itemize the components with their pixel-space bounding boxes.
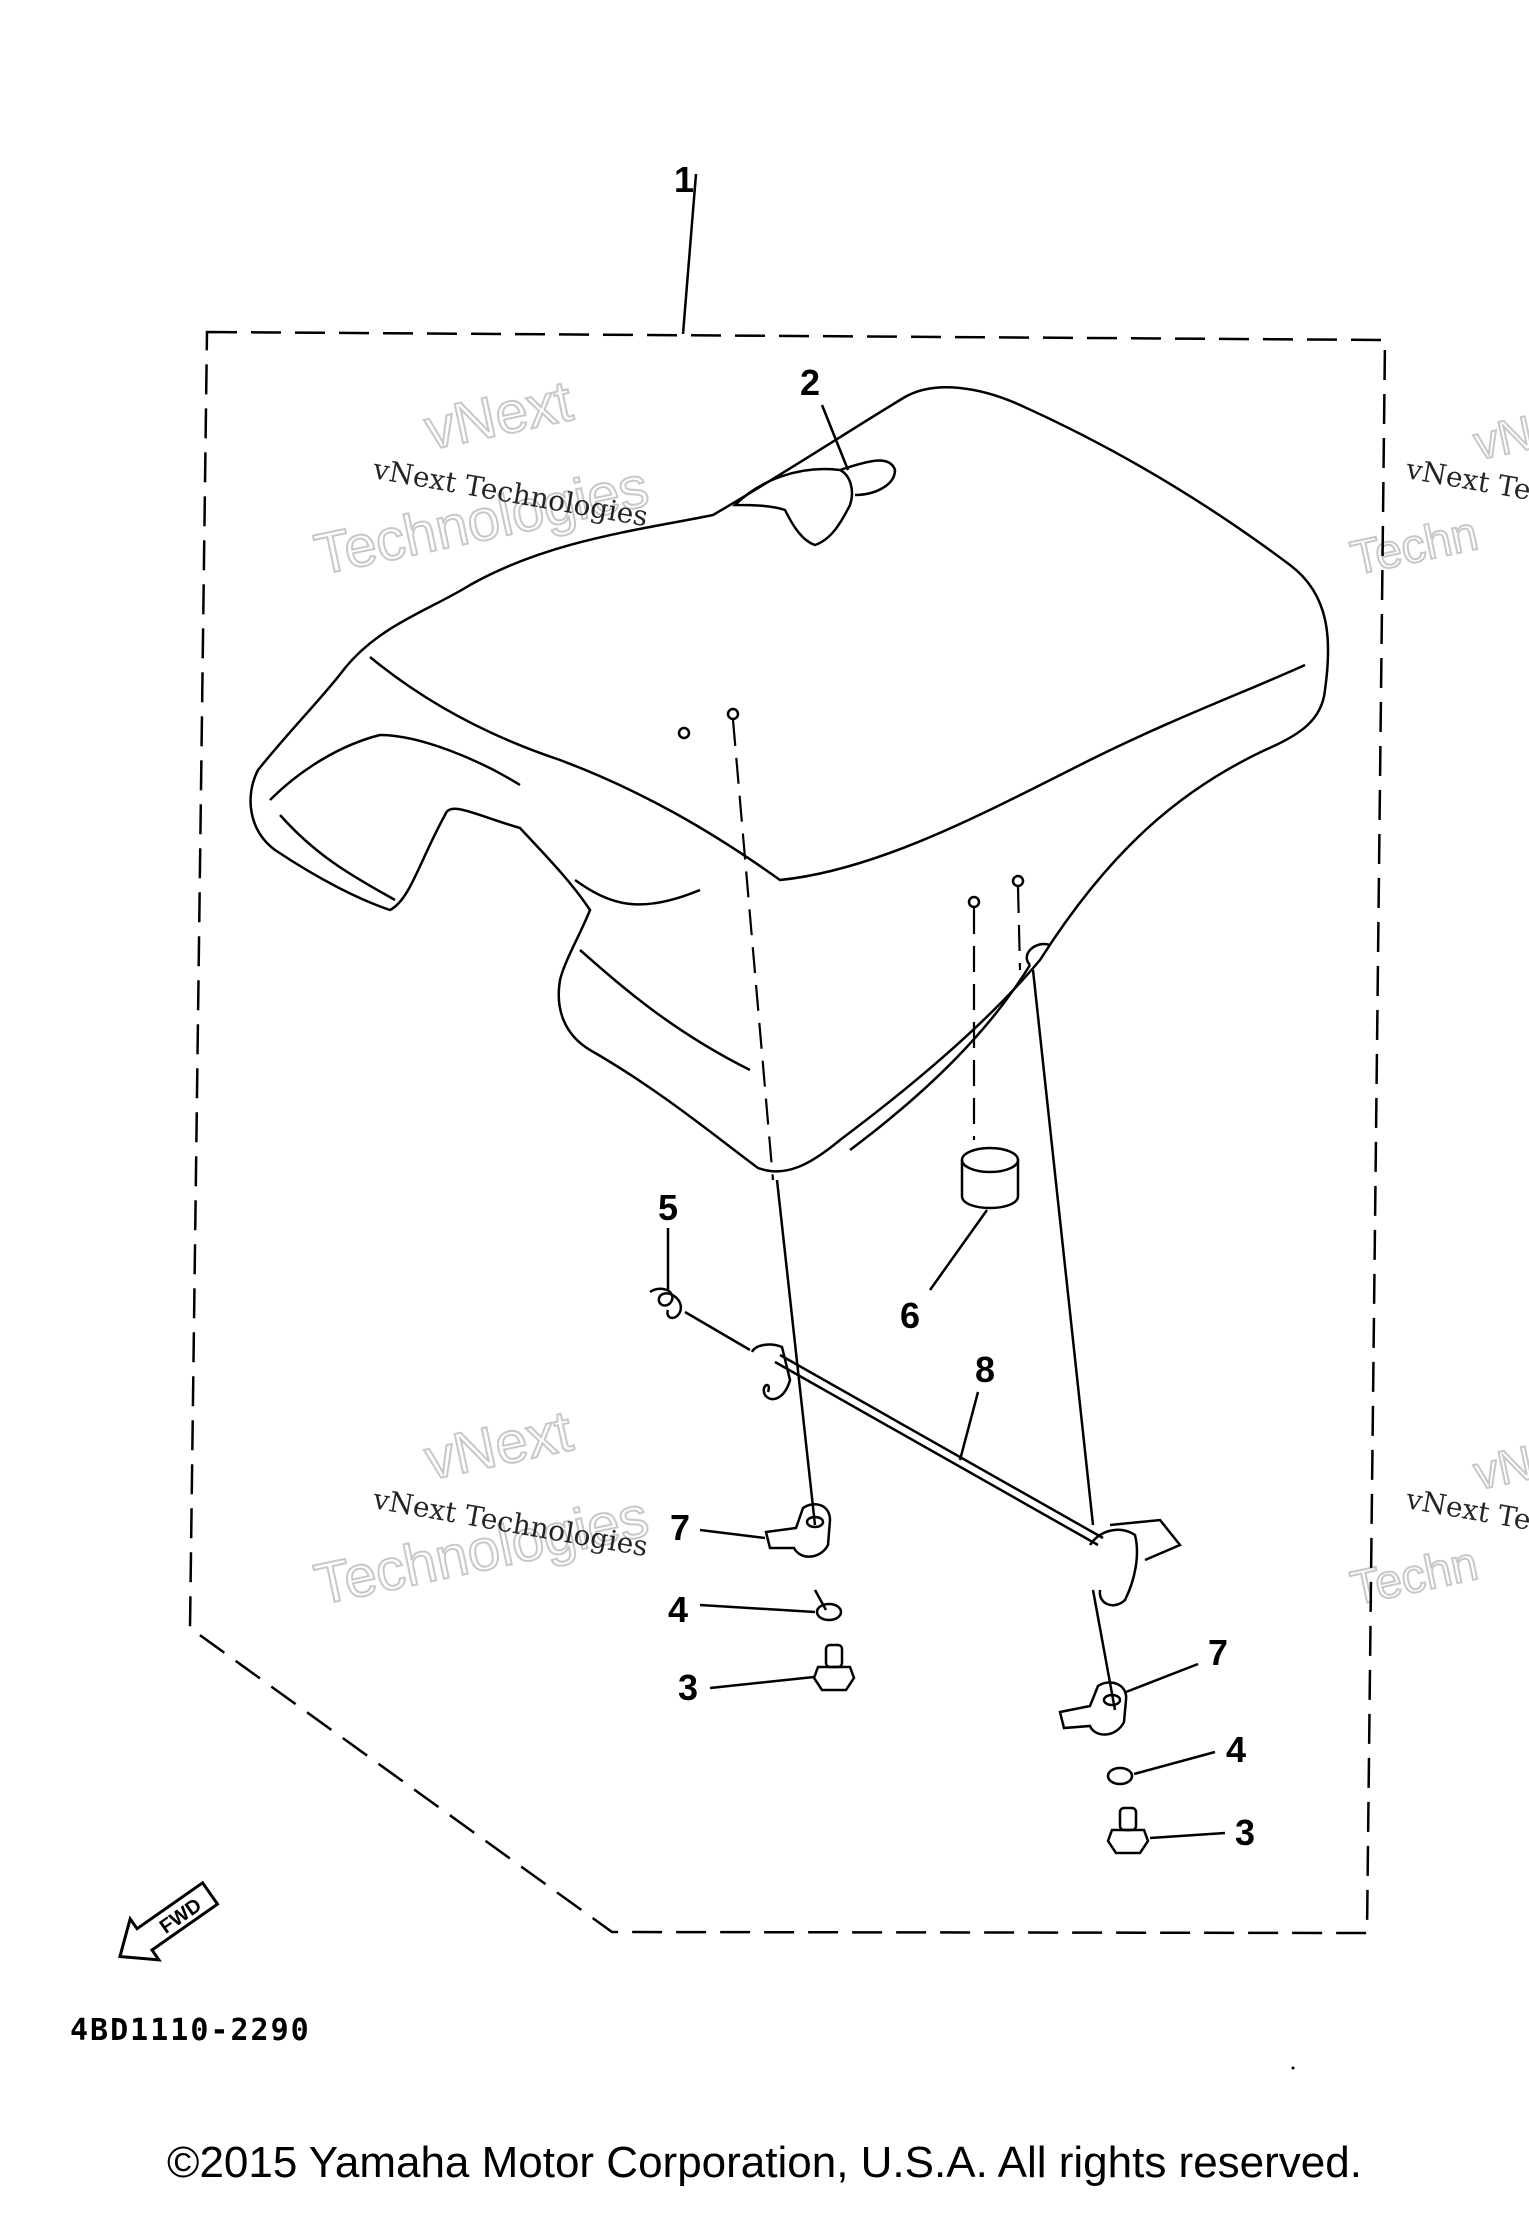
spring-part [649,1287,751,1352]
callout-4-leader [699,1603,816,1614]
watermark-group-top-left: vNext Technologies vNext Technologies [308,367,655,588]
rod-part [750,1343,1183,1607]
callout-7: 7 [1208,1632,1228,1673]
guide-line [813,1589,828,1611]
seat-hole [726,707,740,721]
seat-hole [967,895,981,909]
callout-7-leader [699,1528,766,1540]
callout-3: 3 [1235,1812,1255,1853]
guide-line [775,1179,817,1526]
bolt-part-right [1106,1806,1150,1855]
callout-2: 2 [800,362,820,403]
copyright-notice: ©2015 Yamaha Motor Corporation, U.S.A. A… [167,2138,1362,2187]
callout-3-leader [709,1675,815,1690]
seat-hole [1011,874,1025,888]
watermark-outline-top-partial: vNe [1469,1431,1529,1501]
callout-8-leader [958,1391,980,1461]
callout-4: 4 [668,1589,688,1630]
callout-6: 6 [900,1295,920,1336]
forward-arrow-icon: FWD [118,1880,220,1962]
watermark-outline-bottom-partial: Techn [1346,1537,1482,1615]
bolt-part-left [812,1643,856,1692]
seat-drawing [249,386,1330,1173]
watermark-group-top-right: vNe Techn vNext Te [1345,400,1529,587]
callout-2-leader [820,404,850,471]
callout-3-leader [1149,1831,1226,1840]
guide-line [1031,969,1095,1526]
callout-1-leader [681,173,698,335]
assembly-boundary [188,330,1387,1935]
callout-5: 5 [658,1187,678,1228]
watermark-outline-top-partial: vNe [1469,401,1529,471]
watermark-outline-top: vNext [419,368,578,462]
callout-1: 1 [674,159,694,200]
watermark-outline-bottom-partial: Techn [1346,507,1482,585]
centerline [731,719,775,1181]
callout-3: 3 [678,1667,698,1708]
seat-hole [677,726,691,740]
callout-4: 4 [1226,1729,1246,1770]
centerline [1016,886,1022,971]
bracket-part-left [764,1503,832,1558]
callout-6-leader [928,1209,989,1291]
watermark-group-bottom-left: vNext Technologies vNext Technologies [308,1397,655,1618]
bracket-part-right [1058,1681,1128,1736]
watermark-outline-top: vNext [419,1398,578,1492]
part-code: 4BD1110-2290 [70,2013,311,2048]
callout-7-leader [1125,1662,1199,1694]
washer-part-left [815,1602,843,1622]
callout-8: 8 [975,1349,995,1390]
watermark-group-bottom-right: vNe Techn vNext Te [1345,1430,1529,1617]
washer-part-right [1106,1766,1134,1786]
scan-speck [1291,2066,1295,2070]
callout-7: 7 [670,1507,690,1548]
damper-part [960,1146,1020,1210]
guide-line [1091,1589,1117,1711]
callout-4-leader [1133,1750,1216,1776]
